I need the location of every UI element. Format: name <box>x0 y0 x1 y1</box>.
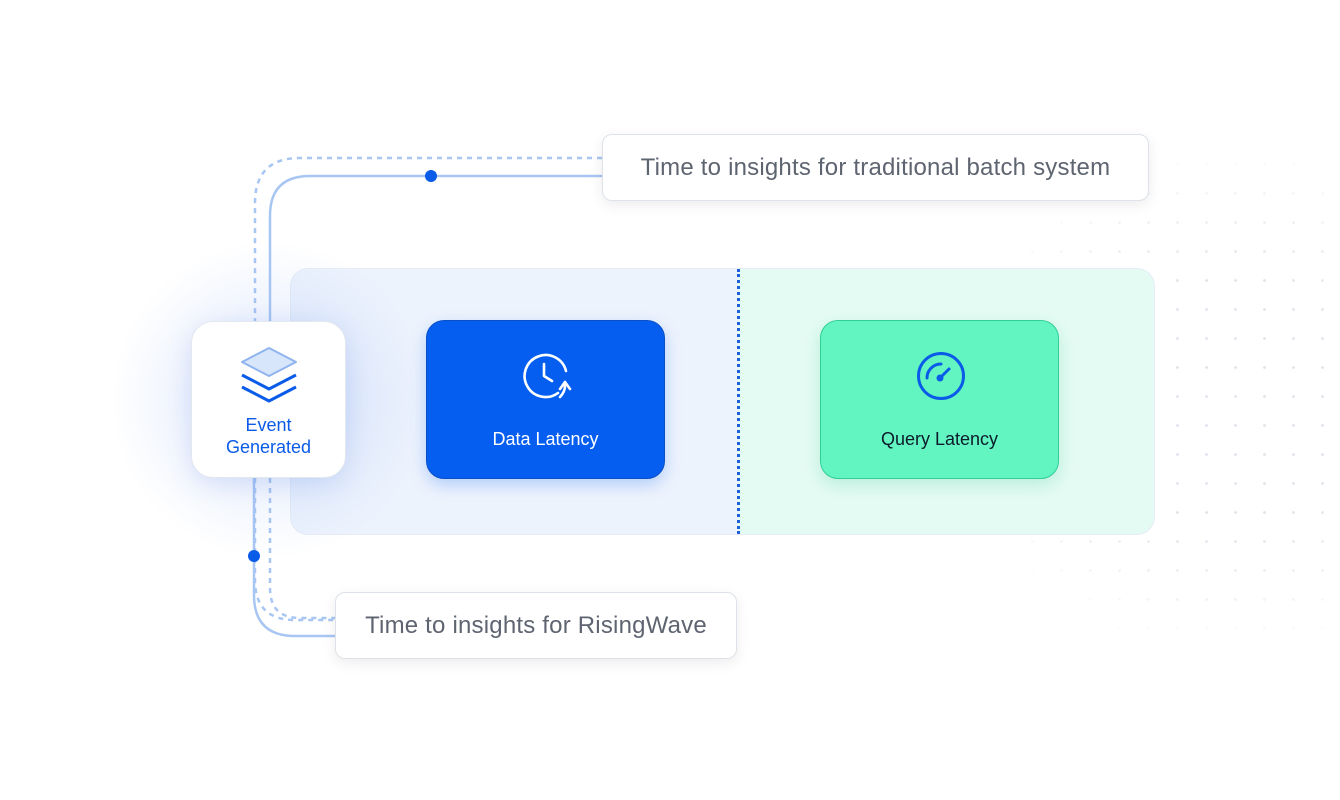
risingwave-callout: Time to insights for RisingWave <box>335 592 737 659</box>
risingwave-path-solid-top <box>268 174 602 321</box>
path-dot-top <box>425 170 437 182</box>
batch-path-dashed <box>253 156 602 622</box>
data-latency-card: Data Latency <box>426 320 665 479</box>
path-dot-bottom <box>248 550 260 562</box>
risingwave-path-solid-bottom <box>252 478 335 638</box>
event-generated-label: Event Generated <box>225 415 312 457</box>
batch-system-callout: Time to insights for traditional batch s… <box>602 134 1149 201</box>
event-generated-node: Event Generated <box>191 321 346 478</box>
data-latency-label: Data Latency <box>492 429 599 449</box>
layers-icon <box>238 346 300 409</box>
clock-refresh-icon <box>522 351 572 406</box>
gauge-icon <box>916 351 966 406</box>
zone-divider <box>737 269 740 534</box>
query-latency-label: Query Latency <box>880 429 999 449</box>
batch-path-dashed-bottom <box>268 478 335 620</box>
query-latency-card: Query Latency <box>820 320 1059 479</box>
